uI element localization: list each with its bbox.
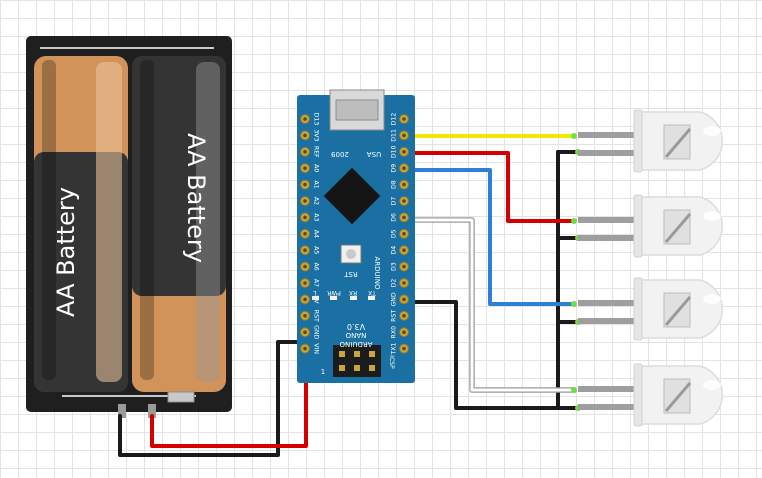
pin-label-d3: D3 <box>391 262 398 271</box>
led-cathode-leg <box>578 318 636 324</box>
arduino-board <box>297 95 415 383</box>
wire-end-dot <box>571 301 577 307</box>
led-anode-leg <box>578 386 636 392</box>
wire-end-dot <box>571 218 577 224</box>
pin-label-d4: D4 <box>391 246 398 255</box>
board-brand-label: ARDUINO <box>373 257 381 290</box>
led-label-rx: RX <box>349 289 357 296</box>
pin-label-tx1: TX1 <box>391 343 398 356</box>
board-version-label: V3.0 <box>347 322 365 331</box>
led-anode-leg <box>578 300 636 306</box>
led-array <box>578 109 724 427</box>
pin-label-d2: D2 <box>391 279 398 288</box>
board-rst-label: RST <box>343 270 357 278</box>
wire-end-dot <box>571 133 577 139</box>
wire-blue <box>402 168 576 306</box>
pin-label-a6: A6 <box>313 263 320 271</box>
led-cathode-leg <box>578 235 636 241</box>
battery-negative-terminal <box>118 404 126 418</box>
board-pin1-marker: 1 <box>321 368 325 376</box>
battery-cell-1: AA Battery <box>34 56 128 392</box>
led-anode-leg <box>578 132 636 138</box>
led-label-l: L <box>313 289 317 296</box>
battery-cell-2-label: AA Battery <box>182 133 210 263</box>
pin-label-a5: A5 <box>313 246 320 254</box>
battery-cell-1-label: AA Battery <box>52 187 80 317</box>
pin-label-d7: D7 <box>391 197 398 206</box>
pin-label-d5: D5 <box>391 229 398 238</box>
board-usa-label: USA <box>367 150 382 158</box>
board-brand-bottom-label: ARDUINO <box>339 340 372 348</box>
wires <box>118 133 581 457</box>
led-anode-leg <box>578 217 636 223</box>
led-3 <box>578 277 724 341</box>
pin-label-5v: 5V <box>313 295 320 304</box>
pin-label-d8: D8 <box>391 180 398 189</box>
led-4 <box>578 363 724 427</box>
pin-label-vin: VIN <box>313 343 320 354</box>
pin-label-d9: D9 <box>391 164 398 173</box>
board-icsp-label: ICSP <box>388 355 395 369</box>
led-2 <box>578 194 724 258</box>
pin-label-d13: D13 <box>313 113 320 126</box>
led-label-pwr: PWR <box>327 289 341 296</box>
pin-label-3v3: 3V3 <box>313 129 320 141</box>
pin-label-a3: A3 <box>313 213 320 221</box>
pin-label-d12: D12 <box>391 113 398 126</box>
pin-label-d10: D10 <box>391 145 398 158</box>
board-name-label: NANO <box>345 331 366 339</box>
pin-label-a4: A4 <box>313 230 320 238</box>
pin-label-rst: RST <box>391 310 398 322</box>
board-year-label: 2009 <box>331 150 349 158</box>
led-cathode-leg <box>578 404 636 410</box>
wire-battery-red <box>150 342 308 448</box>
pin-label-rst: RST <box>313 310 320 322</box>
pin-label-ref: REF <box>313 146 320 158</box>
led-cathode-leg <box>578 150 636 156</box>
wire-battery-black <box>118 340 304 457</box>
battery-positive-terminal <box>148 404 156 418</box>
arduino-nano: 2009 USA RST ARDUINO V3.0 NANO ARDUINO I… <box>297 89 415 383</box>
pin-label-a1: A1 <box>313 181 320 189</box>
pin-label-rx0: RX0 <box>391 326 398 339</box>
pin-label-a7: A7 <box>313 279 320 287</box>
pin-label-d11: D11 <box>391 129 398 142</box>
pin-label-gnd: GND <box>313 325 320 339</box>
led-label-tx: TX <box>368 289 377 296</box>
wire-end-dot <box>571 387 577 393</box>
wire-red <box>402 151 576 223</box>
pin-label-d6: D6 <box>391 213 398 222</box>
status-leds <box>312 296 375 300</box>
pin-label-a2: A2 <box>313 197 320 205</box>
battery-bottom-contact <box>167 391 195 403</box>
battery-cell-2: AA Battery <box>132 56 226 392</box>
pin-label-gnd: GND <box>391 292 398 306</box>
wire-ground-arduino <box>402 300 560 410</box>
icsp-header <box>333 345 381 377</box>
battery-pack: AA Battery AA Battery <box>26 36 232 418</box>
led-1 <box>578 109 724 173</box>
pin-label-a0: A0 <box>313 164 320 172</box>
